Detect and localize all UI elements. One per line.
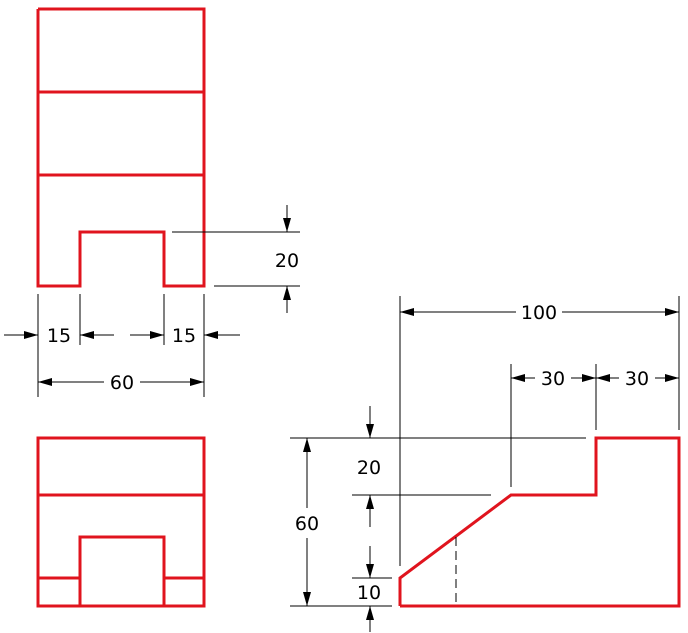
top-view-outline (36, 7, 206, 288)
arrow (303, 592, 311, 606)
dim-slot-depth-label: 20 (275, 250, 299, 272)
bottom-view-slot (78, 535, 166, 606)
dim-steps: 30 30 (510, 364, 679, 487)
dim-left-leg-label: 15 (47, 325, 71, 347)
dim-slot-depth: 20 (172, 205, 300, 313)
arrow (24, 331, 38, 339)
bottom-view (36, 436, 206, 608)
arrow (150, 331, 164, 339)
arrow (283, 286, 291, 300)
dim-front-bottom: 10 (352, 546, 392, 632)
arrow (366, 606, 374, 620)
arrow (400, 308, 414, 316)
arrow (303, 438, 311, 452)
arrow (366, 424, 374, 438)
dim-front-step-height: 20 (352, 406, 491, 527)
arrow (582, 374, 596, 382)
front-view-outline (398, 436, 681, 608)
arrow (366, 564, 374, 578)
arrow (283, 218, 291, 232)
front-view (398, 436, 681, 608)
arrow (38, 378, 52, 386)
dim-front-step-height-label: 20 (357, 457, 381, 479)
dim-front-length: 100 (399, 296, 680, 566)
top-view (36, 7, 206, 288)
dim-total-width: 60 (38, 372, 204, 394)
dim-total-width-label: 60 (110, 372, 134, 394)
dim-front-length-label: 100 (521, 302, 557, 324)
arrow (665, 308, 679, 316)
arrow (665, 374, 679, 382)
arrow (511, 374, 525, 382)
dim-legs: 15 15 (4, 294, 240, 397)
arrow (190, 378, 204, 386)
arrow (204, 331, 218, 339)
dim-step-a-label: 30 (541, 368, 565, 390)
arrow (366, 495, 374, 509)
dim-right-leg-label: 15 (172, 325, 196, 347)
arrow (80, 331, 94, 339)
arrow (596, 374, 610, 382)
dim-front-height-label: 60 (295, 513, 319, 535)
dim-front-bottom-label: 10 (357, 582, 381, 604)
bottom-view-outline (36, 436, 206, 608)
dim-step-b-label: 30 (625, 368, 649, 390)
dim-front-height: 60 (290, 437, 586, 607)
